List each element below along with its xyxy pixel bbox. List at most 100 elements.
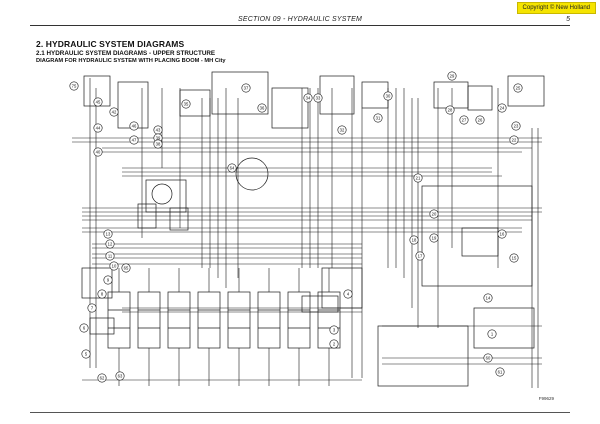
- callout-label: 1: [491, 332, 494, 337]
- callout-label: 13: [106, 232, 111, 237]
- callout-8: 8: [97, 289, 107, 299]
- callout-label: 9: [107, 278, 110, 283]
- callout-label: 47: [132, 138, 137, 143]
- callout-47: 47: [129, 135, 139, 145]
- callout-label: 37: [244, 86, 249, 91]
- callout-38: 38: [153, 139, 163, 149]
- callout-28: 28: [445, 105, 455, 115]
- heading-main: 2. HYDRAULIC SYSTEM DIAGRAMS: [36, 39, 185, 49]
- callout-label: 11: [108, 254, 113, 259]
- callout-75: 75: [69, 81, 79, 91]
- callout-label: 64: [230, 166, 235, 171]
- callout-label: 20: [432, 212, 437, 217]
- callout-label: 61: [498, 370, 503, 375]
- callout-label: 25: [516, 86, 521, 91]
- callout-label: 21: [416, 176, 421, 181]
- callout-7: 7: [87, 303, 97, 313]
- callout-label: 39: [156, 136, 161, 141]
- callout-16: 16: [497, 229, 507, 239]
- callout-label: 26: [478, 118, 483, 123]
- callout-label: 5: [85, 352, 88, 357]
- callout-33: 33: [313, 93, 323, 103]
- callout-label: 16: [500, 232, 505, 237]
- callout-20: 20: [429, 209, 439, 219]
- callout-label: 23: [514, 124, 519, 129]
- callout-22: 22: [509, 135, 519, 145]
- callout-42: 42: [109, 107, 119, 117]
- callout-64: 64: [227, 163, 237, 173]
- callout-32: 32: [337, 125, 347, 135]
- callout-11: 11: [105, 251, 115, 261]
- callout-21: 21: [413, 173, 423, 183]
- callout-label: 75: [72, 84, 77, 89]
- callout-30: 30: [383, 91, 393, 101]
- callout-label: 65: [124, 266, 129, 271]
- callout-label: 30: [386, 94, 391, 99]
- callout-label: 44: [96, 126, 101, 131]
- callout-46: 46: [129, 121, 139, 131]
- copyright-badge: Copyright © New Holland: [516, 2, 596, 14]
- callout-label: 31: [376, 116, 381, 121]
- callout-24: 24: [497, 103, 507, 113]
- callout-label: 14: [486, 296, 491, 301]
- callout-label: 10: [112, 264, 117, 269]
- callout-2: 2: [329, 339, 339, 349]
- callout-label: 46: [132, 124, 137, 129]
- callout-25: 25: [513, 83, 523, 93]
- callout-label: 36: [260, 106, 265, 111]
- header-divider: [30, 25, 570, 26]
- callout-label: 29: [450, 74, 455, 79]
- callout-label: 19: [432, 236, 437, 241]
- callout-60: 60: [483, 353, 493, 363]
- callout-label: 4: [347, 292, 350, 297]
- callout-label: 63: [118, 374, 123, 379]
- callout-36: 36: [257, 103, 267, 113]
- callout-17: 17: [415, 251, 425, 261]
- heading-sub: 2.1 HYDRAULIC SYSTEM DIAGRAMS - UPPER ST…: [36, 50, 216, 57]
- callout-label: 17: [418, 254, 423, 259]
- page-header: Copyright © New Holland SECTION 09 - HYD…: [0, 0, 600, 30]
- callout-44: 44: [93, 123, 103, 133]
- callout-label: 15: [512, 256, 517, 261]
- callout-4: 4: [343, 289, 353, 299]
- callout-62: 62: [97, 373, 107, 383]
- callout-9: 9: [103, 275, 113, 285]
- callout-3: 3: [329, 325, 339, 335]
- callout-27: 27: [459, 115, 469, 125]
- callout-63: 63: [115, 371, 125, 381]
- callout-18: 18: [409, 235, 419, 245]
- callout-15: 15: [509, 253, 519, 263]
- callout-label: 34: [306, 96, 311, 101]
- callout-6: 6: [79, 323, 89, 333]
- callout-label: 24: [500, 106, 505, 111]
- callout-26: 26: [475, 115, 485, 125]
- callout-label: 7: [91, 306, 94, 311]
- callout-label: 40: [96, 150, 101, 155]
- callout-61: 61: [495, 367, 505, 377]
- callout-label: 18: [412, 238, 417, 243]
- callout-label: 6: [83, 326, 86, 331]
- callout-label: 27: [462, 118, 467, 123]
- callout-label: 8: [101, 292, 104, 297]
- callout-40: 40: [93, 147, 103, 157]
- callout-label: 3: [333, 328, 336, 333]
- callout-13: 13: [103, 229, 113, 239]
- callout-35: 35: [181, 99, 191, 109]
- callout-label: 38: [156, 142, 161, 147]
- diagram-caption: DIAGRAM FOR HYDRAULIC SYSTEM WITH PLACIN…: [36, 58, 226, 64]
- section-title: SECTION 09 - HYDRAULIC SYSTEM: [237, 16, 363, 23]
- callout-label: 60: [486, 356, 491, 361]
- callout-label: 45: [96, 100, 101, 105]
- callout-label: 12: [108, 242, 113, 247]
- callout-37: 37: [241, 83, 251, 93]
- drawing-reference: F99629: [539, 396, 555, 401]
- callout-43: 43: [153, 125, 163, 135]
- callout-5: 5: [81, 349, 91, 359]
- callout-12: 12: [105, 239, 115, 249]
- callout-label: 35: [184, 102, 189, 107]
- callout-label: 32: [340, 128, 345, 133]
- callout-label: 42: [112, 110, 117, 115]
- callout-label: 43: [156, 128, 161, 133]
